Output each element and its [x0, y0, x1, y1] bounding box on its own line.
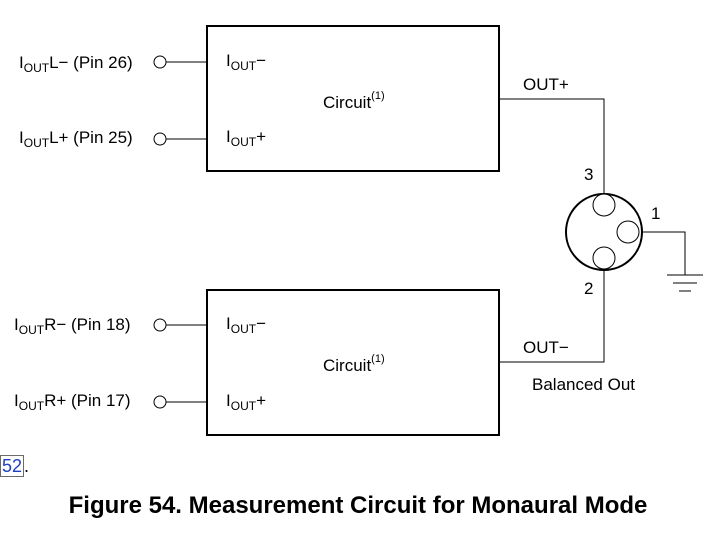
input-label-upper-plus: IOUT+ [226, 127, 266, 149]
figure-caption: Figure 54. Measurement Circuit for Monau… [68, 492, 648, 519]
reference-fragment: 52. [0, 455, 29, 477]
terminal-pin18 [153, 318, 167, 332]
connector-pin-2 [592, 246, 616, 270]
pin-label-iout-l-plus: IOUTL+ (Pin 25) [19, 128, 133, 150]
pin-label-iout-r-plus: IOUTR+ (Pin 17) [14, 391, 131, 413]
input-label-lower-plus: IOUT+ [226, 391, 266, 413]
connector-pin-3 [592, 193, 616, 217]
connector-pin-1 [616, 220, 640, 244]
input-label-lower-minus: IOUT− [226, 314, 266, 336]
ground-icon [667, 274, 703, 292]
pin-label-iout-l-minus: IOUTL− (Pin 26) [19, 53, 133, 75]
output-label-minus: OUT− [523, 338, 569, 357]
terminal-pin25 [153, 132, 167, 146]
reference-link[interactable]: 52 [0, 455, 25, 477]
reference-suffix: . [24, 456, 30, 476]
pin-number-3: 3 [584, 165, 593, 184]
pin-number-2: 2 [584, 279, 593, 298]
wire-out-plus [499, 98, 605, 193]
circuit-label-lower: Circuit(1) [323, 353, 385, 375]
output-label-plus: OUT+ [523, 75, 569, 94]
circuit-label-upper: Circuit(1) [323, 90, 385, 112]
terminal-pin17 [153, 395, 167, 409]
pin-number-1: 1 [651, 204, 660, 223]
pin-label-iout-r-minus: IOUTR− (Pin 18) [14, 315, 131, 337]
balanced-out-label: Balanced Out [532, 375, 635, 394]
terminal-pin26 [153, 55, 167, 69]
input-label-upper-minus: IOUT− [226, 51, 266, 73]
wire-out-minus [499, 268, 605, 363]
wire-ground [637, 231, 686, 275]
